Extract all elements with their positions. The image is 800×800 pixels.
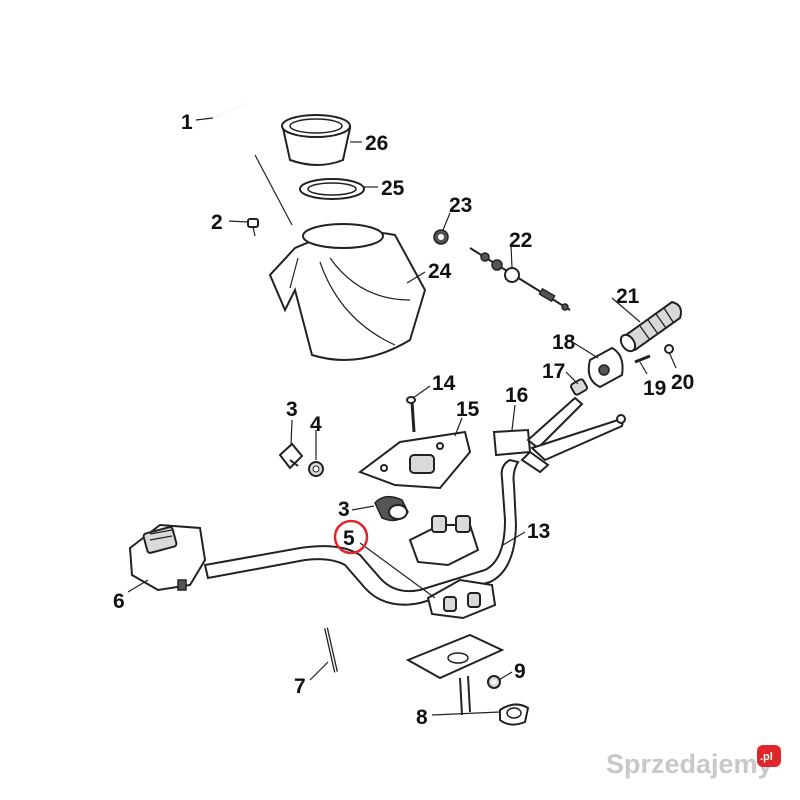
callout-4: 4 <box>310 413 322 436</box>
callout-19: 19 <box>643 377 666 400</box>
callout-labels: 1 2 3 3 4 5 6 7 8 9 13 14 15 16 17 18 19… <box>113 111 694 729</box>
callout-3b: 3 <box>338 498 350 521</box>
callout-1: 1 <box>181 111 193 134</box>
watermark-badge-text: .pl <box>760 751 773 763</box>
callout-26: 26 <box>365 132 388 155</box>
watermark-badge <box>757 745 781 767</box>
part-9-nut <box>487 675 501 689</box>
part-24-cover <box>268 223 427 361</box>
part-6-switch-housing <box>128 523 207 592</box>
part-3-switch-lower <box>374 495 409 522</box>
part-15-plate <box>357 430 472 490</box>
part-22-cable <box>469 247 571 311</box>
part-26-sleeve <box>281 114 352 166</box>
callout-5: 5 <box>343 527 355 550</box>
callout-23: 23 <box>449 194 472 217</box>
callout-6: 6 <box>113 590 125 613</box>
part-23-nut <box>433 229 449 245</box>
part-16-brake-lever <box>492 396 626 474</box>
callout-15: 15 <box>456 398 480 421</box>
part-8-clamp <box>499 703 530 726</box>
callout-17: 17 <box>542 360 565 383</box>
part-2-screw <box>247 218 259 237</box>
part-13-handlebar <box>203 458 520 606</box>
callout-8: 8 <box>416 706 428 729</box>
callout-18: 18 <box>552 331 576 354</box>
highlight-circle <box>333 519 369 555</box>
part-5-lower-clamp <box>426 578 497 620</box>
part-18-throttle-housing <box>587 346 624 389</box>
callout-13: 13 <box>527 520 550 543</box>
part-7-rod <box>324 627 338 673</box>
part-19-screw <box>634 354 651 364</box>
part-5-upper-clamp <box>408 515 480 567</box>
callout-24: 24 <box>428 260 452 283</box>
callout-14: 14 <box>432 372 456 395</box>
watermark-text: Sprzedajemy <box>606 749 773 779</box>
callout-7: 7 <box>294 675 306 698</box>
part-17-adjuster <box>570 378 588 396</box>
leader-lines <box>127 117 677 716</box>
part-14-bolt <box>406 396 416 433</box>
part-21-grip <box>619 300 682 353</box>
part-1-rod <box>212 103 246 119</box>
callout-9: 9 <box>514 660 526 683</box>
callout-25: 25 <box>381 177 405 200</box>
callout-16: 16 <box>505 384 528 407</box>
part-3-switch-top <box>278 442 304 470</box>
callout-3a: 3 <box>286 398 298 421</box>
part-20-screw <box>664 344 674 354</box>
callout-21: 21 <box>616 285 640 308</box>
part-25-ring <box>299 178 365 200</box>
callout-2: 2 <box>211 211 223 234</box>
callout-20: 20 <box>671 371 694 394</box>
part-bracket <box>405 633 505 716</box>
part-4-nut <box>308 461 324 477</box>
watermark: Sprzedajemy .pl <box>606 745 781 779</box>
callout-22: 22 <box>509 229 532 252</box>
